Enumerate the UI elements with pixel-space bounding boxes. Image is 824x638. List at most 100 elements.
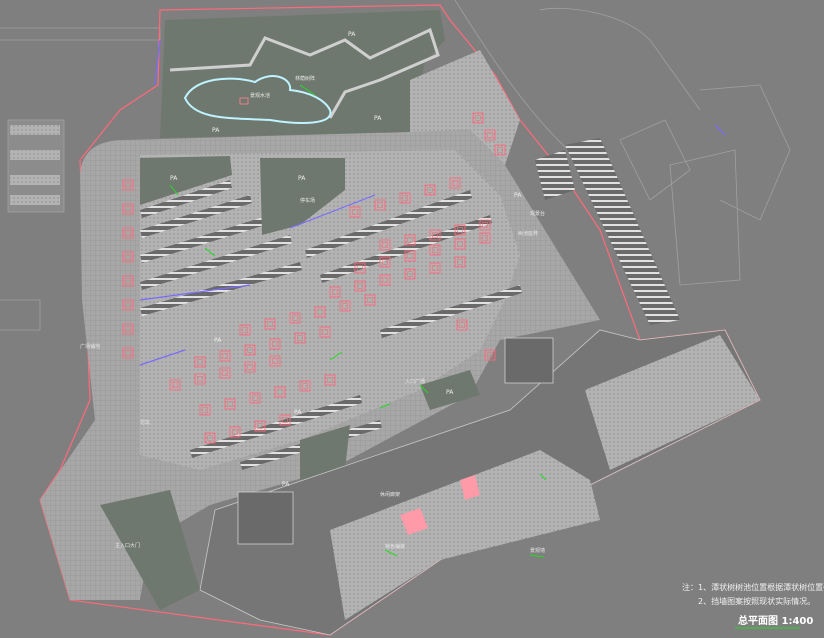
tree-planter-core [407,271,413,277]
tree-planter-core [382,277,388,283]
surrounding-buildings [0,0,791,331]
tree-planter [299,380,311,392]
pa-label: PA [294,409,302,416]
tree-planter [314,306,326,318]
tree-planter-core [427,187,433,193]
tree-planter-core [172,382,178,388]
tree-planter-core [242,327,248,333]
tree-planter [122,203,134,215]
tree-planter [349,206,361,218]
entrance-steps [400,508,428,535]
tree-planter-core [487,132,493,138]
label-main-gate: 主入口大门 [115,542,140,549]
tree-planter-core [207,435,213,441]
tree-planter [454,224,466,236]
label-plaza-paving: 广场铺地 [80,343,100,350]
tree-planter [454,238,466,250]
tree-planter-core [302,383,308,389]
tree-planter [354,280,366,292]
lane-markings [139,39,726,366]
east-stair-strip [535,138,680,325]
tree-planter-core [222,353,228,359]
tree-planter-core [357,265,363,271]
north-green-area [160,10,445,138]
tree-planter [244,344,256,356]
label-water-pool: 景观水池 [250,92,270,99]
tree-planter [169,379,181,391]
tree-planter [379,239,391,251]
tree-planter-core [267,321,273,327]
tree-planter [279,414,291,426]
tree-planter [254,420,266,432]
tree-planter-core [272,341,278,347]
tree-planter-core [457,241,463,247]
tree-planter [429,229,441,241]
tree-planter-core [125,302,131,308]
surrounding-building-grid [10,125,60,205]
tree-planter-core [487,352,493,358]
tree-planter-core [457,259,463,265]
tree-planter [404,234,416,246]
pa-label: PA [212,127,220,134]
southwest-lawn [100,490,200,610]
pa-label: PA [514,192,522,199]
tree-planter-core [367,297,373,303]
tree-planter-core [227,401,233,407]
tree-planter [399,192,411,204]
pa-label: PA [170,175,178,182]
tree-planter-core [125,326,131,332]
tree-planter [229,426,241,438]
tree-planter-core [402,195,408,201]
tree-planter-core [457,227,463,233]
tree-planter [289,312,301,324]
label-pergola: 休闲廊架 [380,491,400,498]
tree-planter [274,386,286,398]
label-landscape-wall: 景观墙 [530,547,545,554]
tree-planter [204,432,216,444]
tree-planter [122,227,134,239]
tree-planter-core [252,395,258,401]
pa-label: PA [214,337,222,344]
tree-planter [494,144,506,156]
pa-label: PA [348,31,356,38]
tree-planter [269,338,281,350]
label-viewing-deck: 观景台 [530,210,545,217]
south-roof-terrace [330,450,600,620]
tree-planter-core [459,322,465,328]
tree-planter-core [222,370,228,376]
tree-planter-core [482,222,488,228]
tree-planter-core [382,242,388,248]
tree-planter [194,356,206,368]
tree-planter [329,286,341,298]
water-feature [183,75,332,124]
tree-planter-core [232,429,238,435]
note-line-1: 注：1、潭状树树池位置根据潭状树位置确定。 [682,582,824,592]
tree-planter [319,326,331,338]
tree-planter-core [247,364,253,370]
tree-planter-core [282,417,288,423]
pa-label: PA [298,175,306,182]
tree-planter-core [332,289,338,295]
tree-planter [354,262,366,274]
tree-planter [219,350,231,362]
drawing-title: 总平面图 1:400 [738,614,813,627]
tree-planter-core [377,202,383,208]
tree-planter-core [482,235,488,241]
tree-planter-core [297,335,303,341]
tree-planter-core [125,230,131,236]
note-line-2: 2、挡墙图案按照现状实际情况。 [698,596,815,606]
tree-planter-core [475,115,481,121]
pa-label: PA [374,115,382,122]
tree-planter-core [327,377,333,383]
tree-planter [472,112,484,124]
tree-planter-core [382,259,388,265]
tree-planter-core [277,389,283,395]
tree-planter [339,300,351,312]
tree-planter [479,232,491,244]
tree-planter-core [247,347,253,353]
tree-planter-core [432,232,438,238]
tree-planter-core [432,265,438,271]
tree-planter-core [407,253,413,259]
tree-planter [224,398,236,410]
